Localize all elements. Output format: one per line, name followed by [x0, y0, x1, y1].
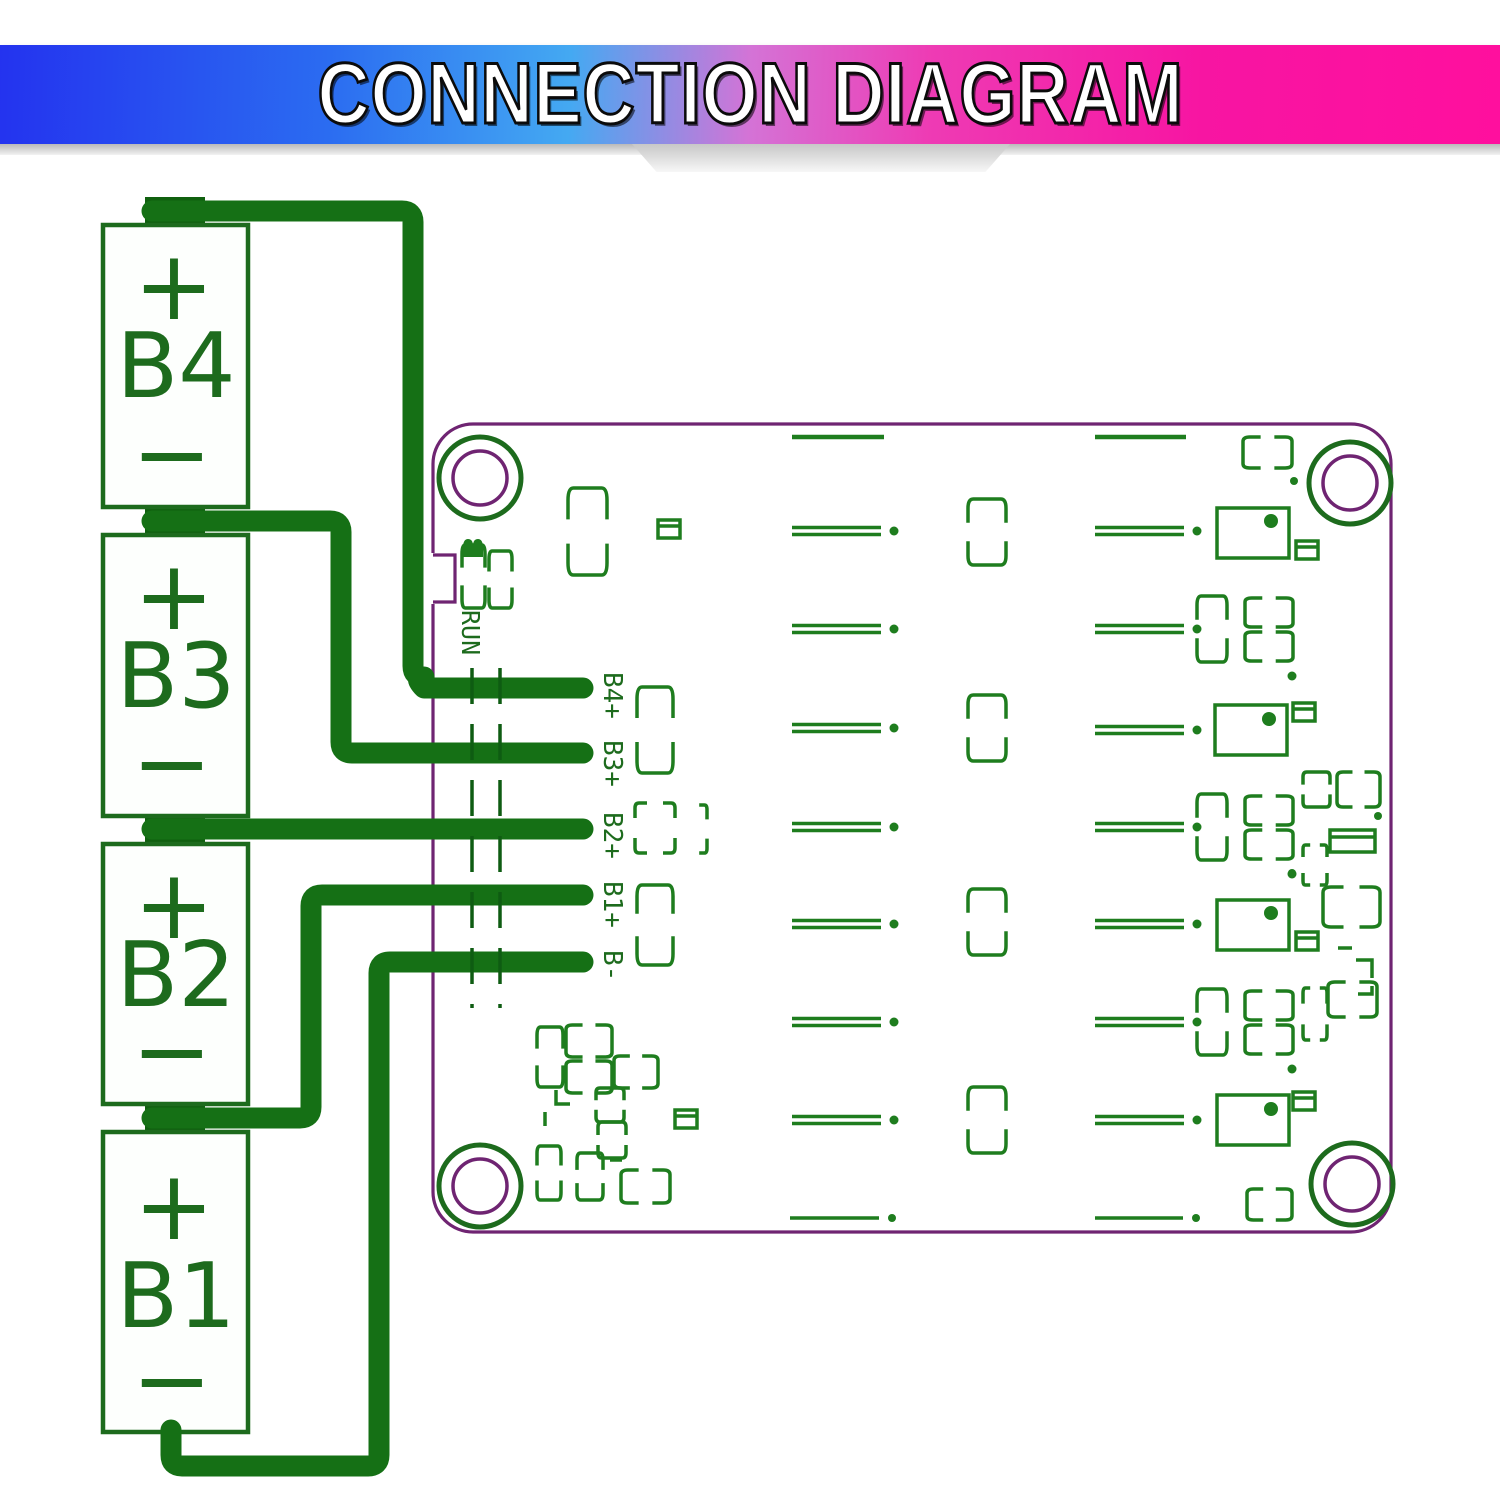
pad-label-b3-plus: B3+: [597, 740, 627, 787]
run-label: RUN: [456, 610, 485, 655]
pad-label-b-minus: B-: [597, 950, 627, 981]
battery-plus-sign: +: [134, 540, 214, 652]
banner: CONNECTION DIAGRAM: [0, 45, 1500, 144]
battery-plus-sign: +: [134, 230, 214, 342]
mounting-hole-top-right: [1306, 439, 1394, 527]
transistor-footprints: [1213, 506, 1320, 1147]
battery-b1: + B1 −: [100, 1129, 251, 1436]
connection-wires: [141, 200, 594, 1477]
run-jumper: [460, 539, 513, 610]
pad-cluster: [1195, 987, 1297, 1074]
pad-label-b1-plus: B1+: [597, 881, 627, 928]
right-edge-silkscreen: [1288, 771, 1382, 1041]
mounting-hole-bottom-right: [1308, 1140, 1396, 1228]
battery-b4: + B4 −: [100, 222, 251, 510]
board-notch: [430, 553, 457, 604]
pad-cluster: [1195, 594, 1297, 681]
banner-notch: [632, 144, 1010, 172]
battery-plus-sign: +: [134, 849, 214, 961]
pad-labels: B4+ B3+ B2+ B1+ B- RUN: [456, 610, 627, 981]
battery-plus-sign: +: [134, 1150, 214, 1262]
wire-b-minus: [160, 951, 594, 1477]
battery-minus-sign: −: [132, 707, 212, 819]
wire-b1-plus: [141, 884, 594, 1129]
bottom-left-silkscreen: [535, 1024, 699, 1204]
pad-label-b2-plus: B2+: [597, 812, 627, 859]
wire-b3-plus: [141, 510, 594, 764]
battery-b2: + B2 −: [100, 841, 251, 1107]
pad-label-b4-plus: B4+: [597, 672, 627, 719]
battery-minus-sign: −: [132, 398, 212, 510]
battery-label: B2: [116, 923, 235, 1028]
wire-b4-plus: [141, 200, 594, 699]
board-silkscreen: [460, 434, 1382, 1222]
battery-b3: + B3 −: [100, 532, 251, 819]
battery-minus-sign: −: [132, 1324, 212, 1436]
banner-title: CONNECTION DIAGRAM: [316, 45, 1184, 144]
battery-label: B3: [116, 624, 235, 729]
battery-minus-sign: −: [132, 995, 212, 1107]
mounting-hole-top-left: [436, 434, 524, 522]
battery-stack: + B4 − + B3 − + B2 − + B1 −: [100, 197, 251, 1436]
mounting-hole-bottom-left: [436, 1142, 524, 1230]
battery-label: B1: [116, 1244, 235, 1349]
battery-label: B4: [116, 314, 235, 419]
